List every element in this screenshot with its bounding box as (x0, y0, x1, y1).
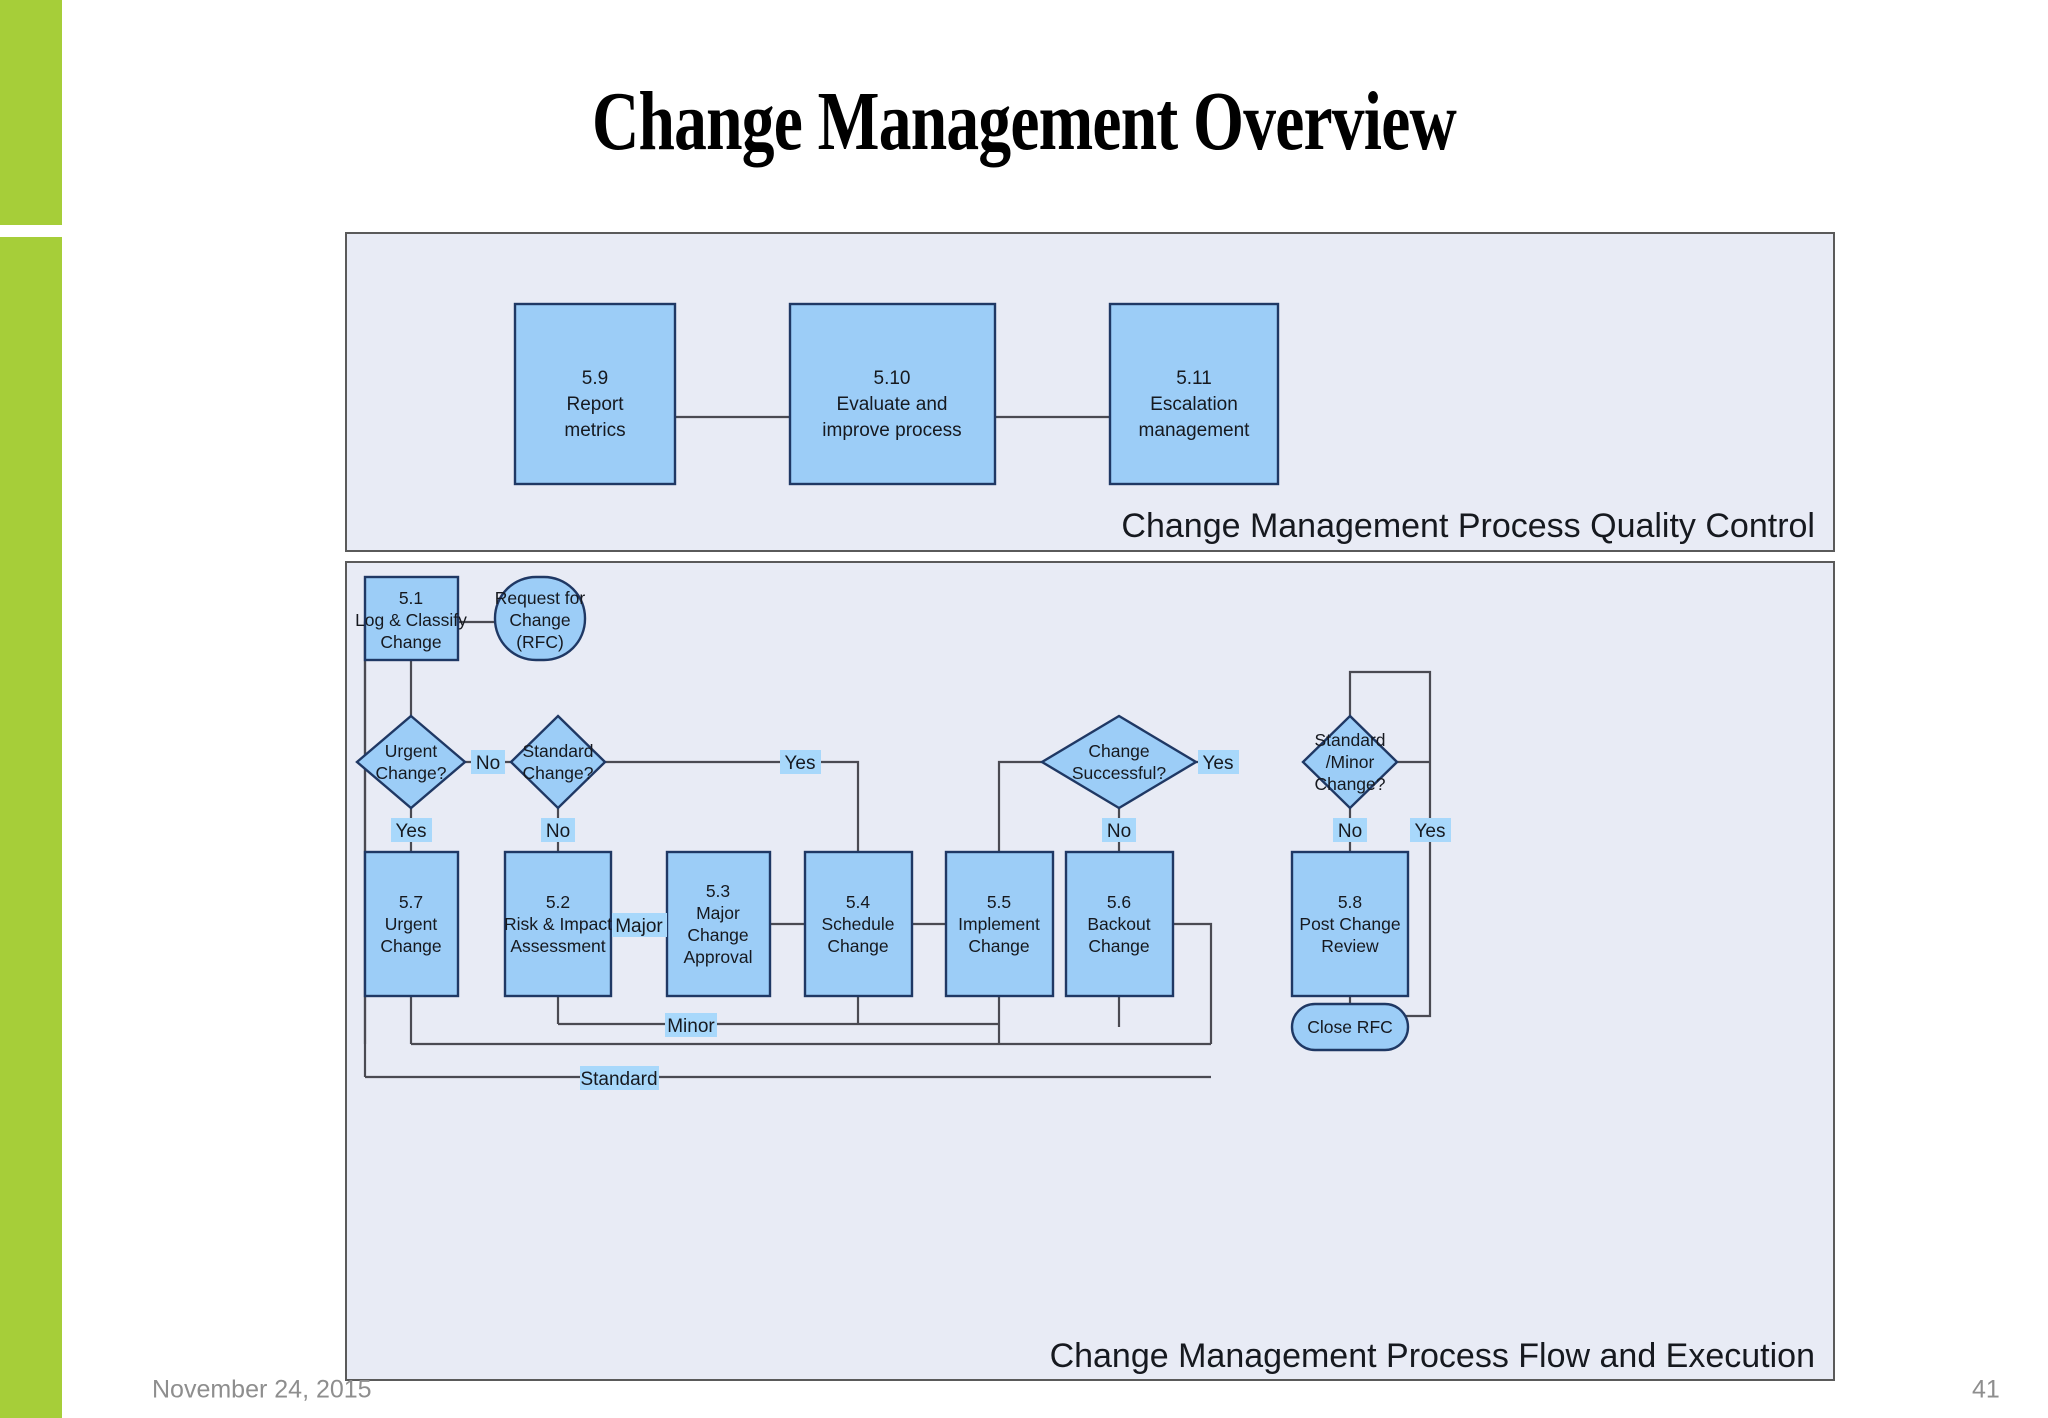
node-5-5: 5.5 Implement Change (944, 850, 1055, 998)
footer-date: November 24, 2015 (152, 1375, 372, 1404)
node-5-1: 5.1 Log & Classify Change (355, 575, 467, 662)
edge-label-no-4: No (1333, 818, 1367, 842)
decision-standard-line-0: Standard (522, 741, 593, 761)
node-5-4-line-1: Schedule (822, 914, 895, 934)
edge-label-no-3-text: No (1107, 821, 1131, 842)
edge-label-standard: Standard (580, 1066, 659, 1090)
node-5-9-line-1: Report (566, 394, 624, 415)
edge-label-yes-4: Yes (1410, 818, 1451, 842)
edge-label-standard-text: Standard (580, 1069, 657, 1090)
node-5-6-line-1: Backout (1087, 914, 1150, 934)
edge-label-yes-1-text: Yes (396, 821, 427, 842)
node-5-7-line-0: 5.7 (399, 892, 423, 912)
node-5-7-line-1: Urgent (385, 914, 438, 934)
node-5-5-line-0: 5.5 (987, 892, 1011, 912)
decision-urgent-line-1: Change? (375, 763, 446, 783)
edge-label-minor: Minor (665, 1013, 717, 1037)
node-5-10-line-0: 5.10 (874, 368, 911, 389)
edge-label-no-1: No (471, 750, 505, 774)
edge-label-yes-4-text: Yes (1415, 821, 1446, 842)
node-5-4-line-0: 5.4 (846, 892, 871, 912)
node-5-5-line-1: Implement (958, 914, 1040, 934)
node-5-3-line-3: Approval (683, 947, 752, 967)
edge-label-yes-3: Yes (1198, 750, 1239, 774)
footer-page-number: 41 (1972, 1375, 2000, 1404)
decision-success-line-0: Change (1088, 741, 1149, 761)
connector-55-success (997, 760, 1042, 852)
decision-standard-change: Standard Change? (509, 714, 607, 810)
node-request-for-change: Request for Change (RFC) (493, 575, 587, 662)
node-rfc-line-0: Request for (495, 588, 586, 608)
edge-label-no-1-text: No (476, 753, 500, 774)
node-5-3-line-0: 5.3 (706, 881, 730, 901)
node-5-9-line-0: 5.9 (582, 368, 608, 389)
decision-minor-line-0: Standard (1314, 730, 1385, 750)
edge-label-yes-2: Yes (780, 750, 821, 774)
node-5-6: 5.6 Backout Change (1064, 850, 1175, 998)
node-close-rfc: Close RFC (1290, 1002, 1410, 1052)
edge-label-major-text: Major (615, 916, 663, 937)
node-5-2-line-0: 5.2 (546, 892, 570, 912)
node-5-6-line-2: Change (1088, 936, 1149, 956)
edge-label-no-3: No (1102, 818, 1136, 842)
node-5-4-line-2: Change (827, 936, 888, 956)
decision-change-successful: Change Successful? (1039, 714, 1199, 810)
node-5-2-line-1: Risk & Impact (504, 914, 612, 934)
node-5-11-line-1: Escalation (1150, 394, 1238, 415)
node-5-2: 5.2 Risk & Impact Assessment (503, 850, 613, 998)
node-5-10-line-2: improve process (822, 420, 961, 441)
decision-urgent-line-0: Urgent (385, 741, 438, 761)
decision-standard-line-1: Change? (522, 763, 593, 783)
edge-label-no-2: No (541, 818, 575, 842)
node-5-3-line-2: Change (687, 925, 748, 945)
edge-label-no-2-text: No (546, 821, 570, 842)
change-management-diagram: .nshape{fill:#9ccdf7;stroke:#1f3864;stro… (345, 232, 1835, 1382)
edge-label-yes-1: Yes (391, 818, 432, 842)
edge-label-major: Major (612, 913, 667, 937)
connector-56-right (1173, 922, 1213, 1044)
decision-minor-line-2: Change? (1314, 774, 1385, 794)
node-5-8-line-2: Review (1321, 936, 1379, 956)
node-5-1-line-1: Log & Classify (355, 610, 467, 630)
node-5-8-line-1: Post Change (1299, 914, 1400, 934)
node-rfc-line-1: Change (509, 610, 570, 630)
decision-urgent-change: Urgent Change? (355, 714, 467, 810)
decision-success-line-1: Successful? (1072, 763, 1167, 783)
decision-minor-line-1: /Minor (1326, 752, 1375, 772)
node-5-10-line-1: Evaluate and (837, 394, 948, 415)
edge-label-yes-3-text: Yes (1203, 753, 1234, 774)
page-title: Change Management Overview (591, 75, 1457, 168)
node-5-11-line-2: management (1139, 420, 1251, 441)
connector-standard-yes (605, 760, 860, 852)
accent-bar-top (0, 0, 62, 225)
node-5-3-line-1: Major (696, 903, 740, 923)
decision-standard-minor-change: Standard /Minor Change? (1301, 714, 1399, 810)
node-5-3: 5.3 Major Change Approval (665, 850, 772, 998)
accent-bar-bottom (0, 237, 62, 1418)
edge-label-no-4-text: No (1338, 821, 1362, 842)
node-5-10: 5.10 Evaluate and improve process (788, 302, 997, 486)
node-5-1-line-2: Change (380, 632, 441, 652)
node-5-11-line-0: 5.11 (1176, 368, 1212, 389)
edge-label-minor-text: Minor (667, 1016, 715, 1037)
node-5-2-line-2: Assessment (510, 936, 605, 956)
edge-label-yes-2-text: Yes (785, 753, 816, 774)
node-5-7-line-2: Change (380, 936, 441, 956)
panel-quality-control-caption: Change Management Process Quality Contro… (1121, 507, 1815, 545)
node-5-6-line-0: 5.6 (1107, 892, 1131, 912)
node-5-1-line-0: 5.1 (399, 588, 423, 608)
node-5-4: 5.4 Schedule Change (803, 850, 914, 998)
node-5-9-line-2: metrics (564, 420, 625, 441)
node-5-8: 5.8 Post Change Review (1290, 850, 1410, 998)
node-5-11: 5.11 Escalation management (1108, 302, 1280, 486)
node-rfc-line-2: (RFC) (516, 632, 564, 652)
node-5-7: 5.7 Urgent Change (363, 850, 460, 998)
node-5-5-line-2: Change (968, 936, 1029, 956)
node-5-8-line-0: 5.8 (1338, 892, 1362, 912)
node-close-rfc-label: Close RFC (1307, 1017, 1393, 1037)
panel-process-flow-caption: Change Management Process Flow and Execu… (1050, 1337, 1815, 1375)
node-5-9: 5.9 Report metrics (513, 302, 677, 486)
